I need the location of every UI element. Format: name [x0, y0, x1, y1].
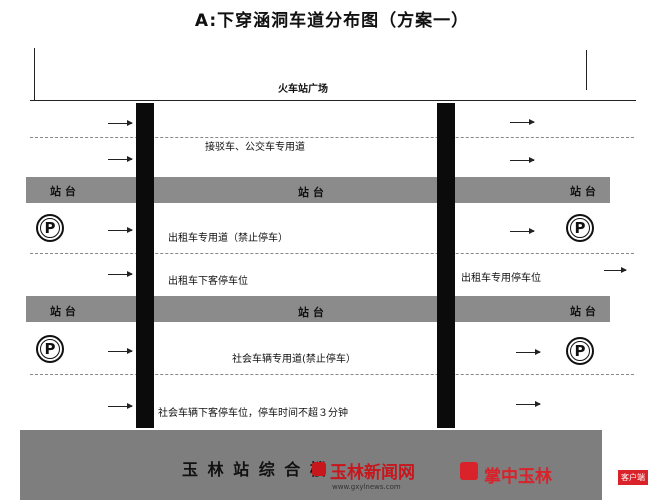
platform-label: 站 台 [298, 306, 324, 319]
yulin-news-url: www.gxylnews.com [332, 483, 401, 491]
right-arrow-icon [604, 267, 627, 273]
plaza-boundary [30, 100, 636, 101]
platform-label: 站 台 [50, 185, 76, 198]
lane-label-shuttle-bus: 接驳车、公交车专用道 [205, 142, 305, 153]
platform-middle [26, 296, 610, 322]
right-arrow-icon [510, 157, 535, 163]
lane-label-taxi-parking: 出租车专用停车位 [461, 273, 541, 284]
client-badge: 客户端 [618, 470, 648, 485]
plaza-right-edge [586, 50, 587, 90]
right-arrow-icon [510, 119, 535, 125]
parking-sign-icon: P [566, 337, 594, 365]
right-arrow-icon [108, 403, 133, 409]
lane-label-taxi: 出租车专用道（禁止停车） [168, 233, 288, 244]
lane-label-social: 社会车辆专用道(禁止停车） [232, 354, 356, 365]
yulin-news-logo: 玉林新闻网 [330, 463, 415, 483]
lane-divider [30, 253, 634, 254]
station-building-bar [20, 430, 602, 500]
platform-label: 站 台 [570, 185, 596, 198]
lane-divider [30, 137, 634, 138]
right-arrow-icon [510, 228, 535, 234]
right-arrow-icon [108, 271, 133, 277]
parking-sign-icon: P [36, 214, 64, 242]
diagram-title: A:下穿涵洞车道分布图（方案一） [194, 11, 470, 31]
app-logo-text: 掌中玉林 [484, 467, 552, 487]
platform-top [26, 177, 610, 203]
right-arrow-icon [516, 401, 541, 407]
station-building-label: 玉 林 站 综 合 楼 [182, 460, 328, 479]
right-arrow-icon [516, 349, 541, 355]
platform-label: 站 台 [50, 305, 76, 318]
parking-sign-icon: P [36, 335, 64, 363]
right-arrow-icon [108, 348, 133, 354]
lane-label-taxi-dropoff: 出租车下客停车位 [168, 276, 248, 287]
right-arrow-icon [108, 156, 133, 162]
app-logo-icon [460, 462, 478, 480]
support-pillar-right [437, 103, 455, 428]
right-arrow-icon [108, 227, 133, 233]
parking-sign-icon: P [566, 214, 594, 242]
lane-label-social-dropoff: 社会车辆下客停车位，停车时间不超３分钟 [158, 408, 348, 419]
lane-divider [30, 374, 634, 375]
plaza-label: 火车站广场 [278, 84, 328, 95]
platform-label: 站 台 [570, 305, 596, 318]
yulin-news-logo-icon [312, 462, 326, 476]
right-arrow-icon [108, 120, 133, 126]
platform-label: 站 台 [298, 186, 324, 199]
plaza-left-edge [34, 48, 35, 100]
support-pillar-left [136, 103, 154, 428]
